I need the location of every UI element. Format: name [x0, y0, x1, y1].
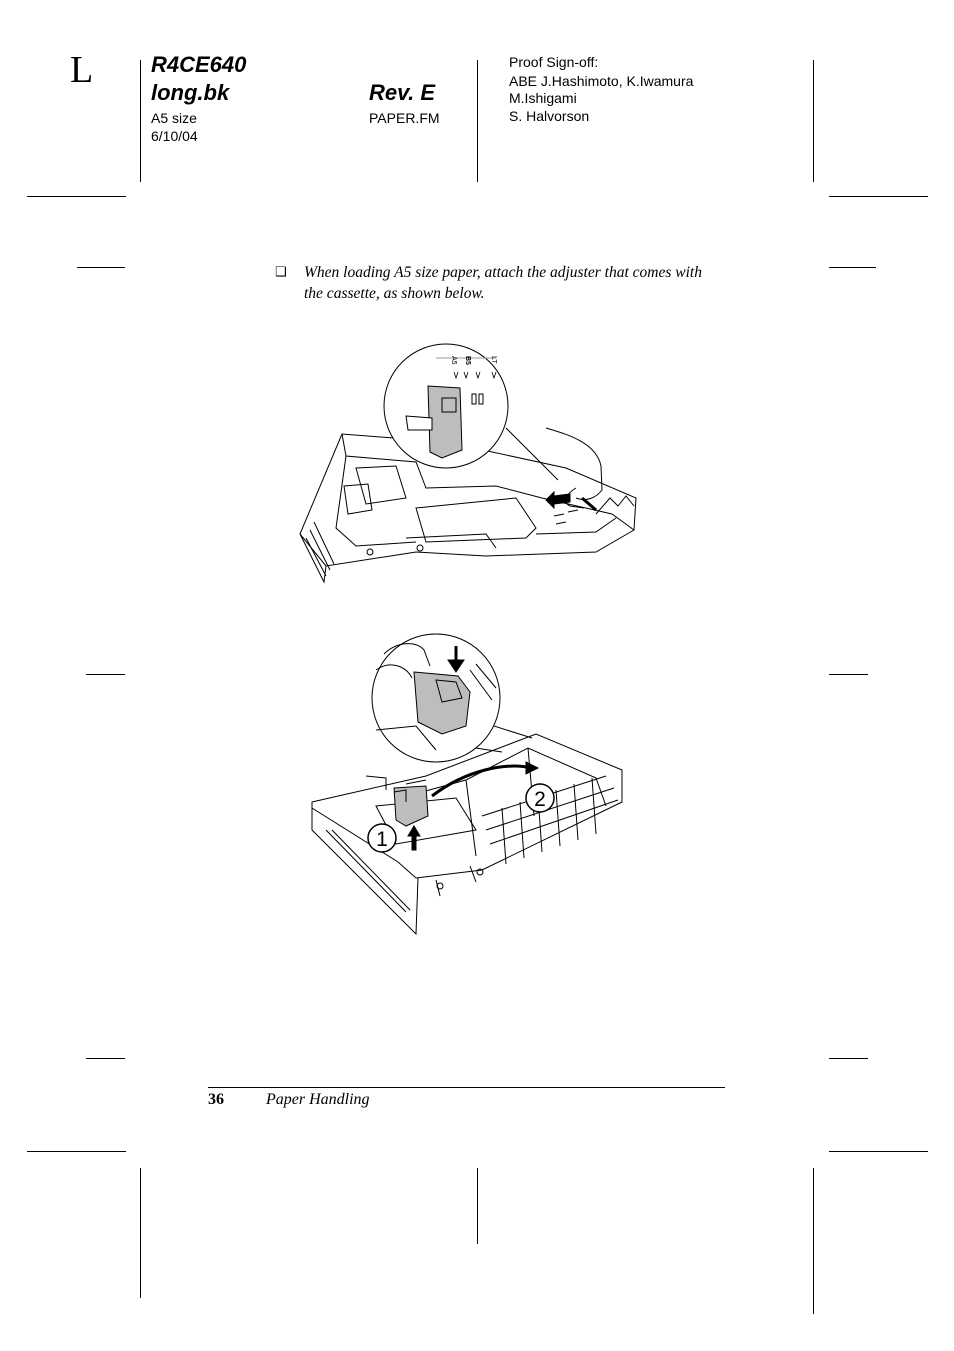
section-title: Paper Handling [266, 1091, 370, 1108]
adjuster-piece-zoom [413, 671, 471, 735]
proof-line-3: S. Halvorson [509, 108, 590, 124]
page-number: 36 [208, 1091, 224, 1108]
figure-insert-adjuster: 1 2 [306, 630, 630, 936]
revision: Rev. E [369, 80, 436, 105]
proof-line-2: M.Ishigami [509, 90, 577, 106]
figure-cassette-adjuster-slot: A5 B5 LT [296, 338, 646, 586]
corner-letter: L [70, 49, 94, 91]
size-label-lt: LT [490, 356, 497, 364]
step-1-label: 1 [376, 828, 388, 851]
size-scale: A5 B5 LT [436, 356, 497, 380]
callout-magnifier: A5 B5 LT [383, 343, 559, 481]
note-bullet: ❑ [275, 265, 287, 280]
adjuster-piece [427, 385, 463, 459]
cassette-illustration [299, 427, 637, 584]
model-code: R4CE640 [151, 52, 247, 77]
note-line-1: When loading A5 size paper, attach the a… [304, 264, 702, 281]
book-name: long.bk [151, 80, 230, 105]
proof-line-1: ABE J.Hashimoto, K.Iwamura [509, 73, 694, 89]
file-name: PAPER.FM [369, 110, 440, 126]
step-1-marker: 1 [367, 823, 397, 853]
proof-title: Proof Sign-off: [509, 54, 599, 70]
size-label-a5: A5 [450, 356, 457, 365]
doc-date: 6/10/04 [151, 128, 198, 144]
note-line-2: the cassette, as shown below. [304, 285, 485, 302]
adjuster-piece [393, 785, 429, 827]
curved-arrow [431, 764, 533, 798]
callout-magnifier [371, 633, 533, 763]
footer-rule [208, 1087, 725, 1088]
size-label-b5: B5 [464, 356, 471, 365]
paper-size: A5 size [151, 110, 197, 126]
cassette-illustration [311, 733, 623, 936]
step-2-marker: 2 [525, 783, 555, 813]
step-2-label: 2 [534, 788, 546, 811]
